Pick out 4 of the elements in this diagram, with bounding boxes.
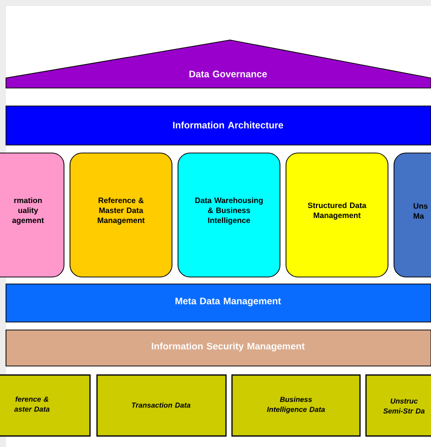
layer-band: Meta Data Management: [6, 284, 431, 322]
roof-band: Data Governance: [6, 40, 431, 88]
layer-band: Information Architecture: [6, 106, 431, 146]
layer-band: Information Security Management: [6, 330, 431, 366]
